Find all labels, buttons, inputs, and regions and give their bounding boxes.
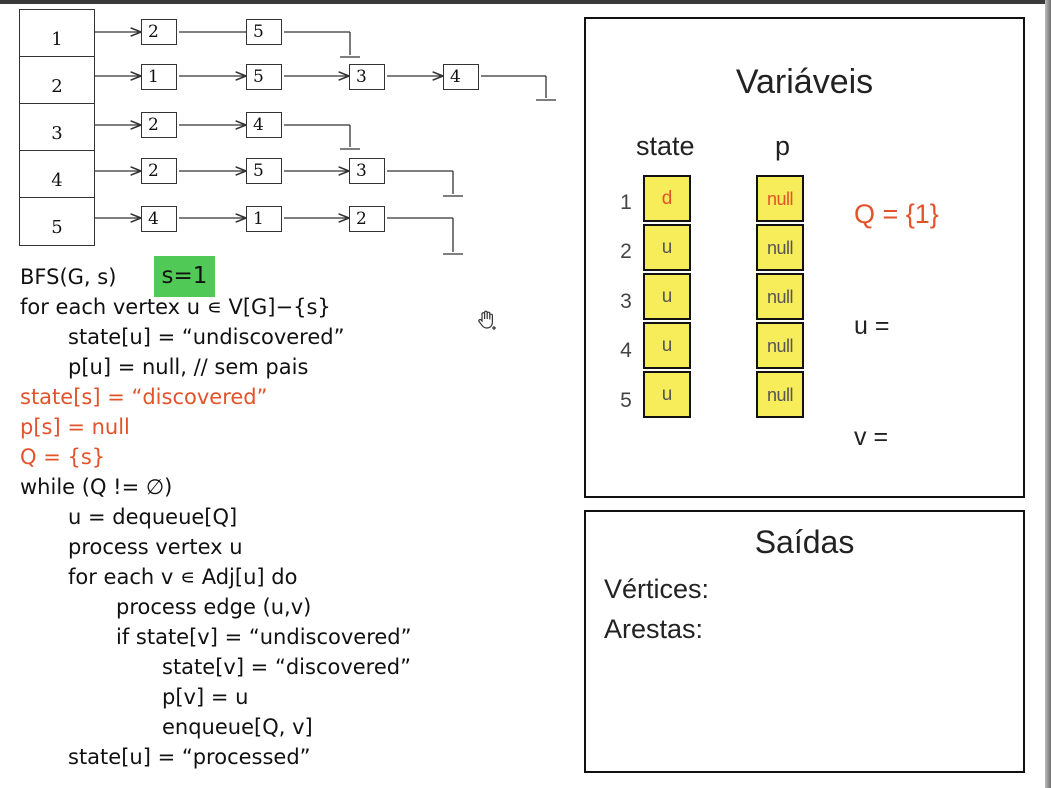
adjacency-node: 4 [246,112,282,138]
row-number: 1 [620,191,632,214]
code-line: state[v] = “discovered” [162,655,411,679]
source-badge: s=1 [154,256,215,297]
code-line: u = dequeue[Q] [68,505,238,529]
outputs-panel: Saídas Vértices: Arestas: [584,510,1025,773]
vertex-cell: 4 [20,151,94,198]
parent-cell: null [756,371,804,418]
state-cell: u [643,322,691,369]
hand-cursor-icon [476,309,498,336]
vertex-cell: 1 [20,10,94,57]
adjacency-node: 1 [141,64,177,90]
variables-panel: Variáveis state p 1 2 3 4 5 d u u u u nu… [584,17,1025,498]
code-line: state[u] = “processed” [68,745,311,769]
variables-title: Variáveis [735,63,874,101]
adjacency-node: 5 [246,19,282,45]
code-line: for each vertex u ∊ V[G]−{s} [20,295,331,319]
edges-output-label: Arestas: [604,614,704,644]
row-number: 2 [620,240,632,263]
p-column-header: p [775,131,791,161]
adjacency-node: 5 [246,158,282,184]
adjacency-node: 3 [349,158,385,184]
vertex-cell: 3 [20,104,94,151]
code-line: p[v] = u [162,685,249,709]
row-number: 5 [620,389,632,412]
adjacency-node: 1 [246,206,282,232]
state-cell: d [643,175,691,222]
bfs-pseudocode: BFS(G, s) for each vertex u ∊ V[G]−{s} s… [20,262,412,772]
parent-cell: null [756,322,804,369]
adjacency-node: 2 [141,19,177,45]
row-number: 3 [620,290,632,313]
adjacency-node: 3 [349,64,385,90]
adjacency-node: 4 [443,64,479,90]
adjacency-node: 2 [349,206,385,232]
code-line: while (Q != ∅) [20,475,173,499]
vertex-cell: 2 [20,57,94,104]
row-number: 4 [620,339,632,362]
u-variable: u = [854,312,890,340]
code-line: for each v ∊ Adj[u] do [68,565,298,589]
outputs-title: Saídas [754,524,855,560]
state-cell: u [643,224,691,271]
adjacency-vertex-table: 1 2 3 4 5 [19,9,95,246]
code-line: if state[v] = “undiscovered” [116,625,412,649]
code-line: BFS(G, s) [20,265,117,289]
adjacency-node: 2 [141,158,177,184]
state-cell: u [643,371,691,418]
code-line: process vertex u [68,535,243,559]
code-line: process edge (u,v) [116,595,312,619]
code-line-highlighted: state[s] = “discovered” [20,385,268,409]
code-line: enqueue[Q, v] [162,715,313,739]
queue-value: Q = {1} [854,199,939,229]
window-right-border [1045,0,1051,788]
adjacency-node: 4 [141,206,177,232]
parent-cell: null [756,224,804,271]
v-variable: v = [854,423,889,451]
code-line-highlighted: Q = {s} [20,445,106,469]
parent-cell: null [756,273,804,320]
state-column-header: state [636,131,695,161]
vertices-output-label: Vértices: [604,574,710,604]
code-line: p[u] = null, // sem pais [68,355,309,379]
window-top-border [0,0,1051,4]
state-cell: u [643,273,691,320]
adjacency-node: 2 [141,112,177,138]
code-line-highlighted: p[s] = null [20,415,130,439]
code-line: state[u] = “undiscovered” [68,325,345,349]
adjacency-node: 5 [246,64,282,90]
vertex-cell: 5 [51,217,63,238]
parent-cell: null [756,175,804,222]
